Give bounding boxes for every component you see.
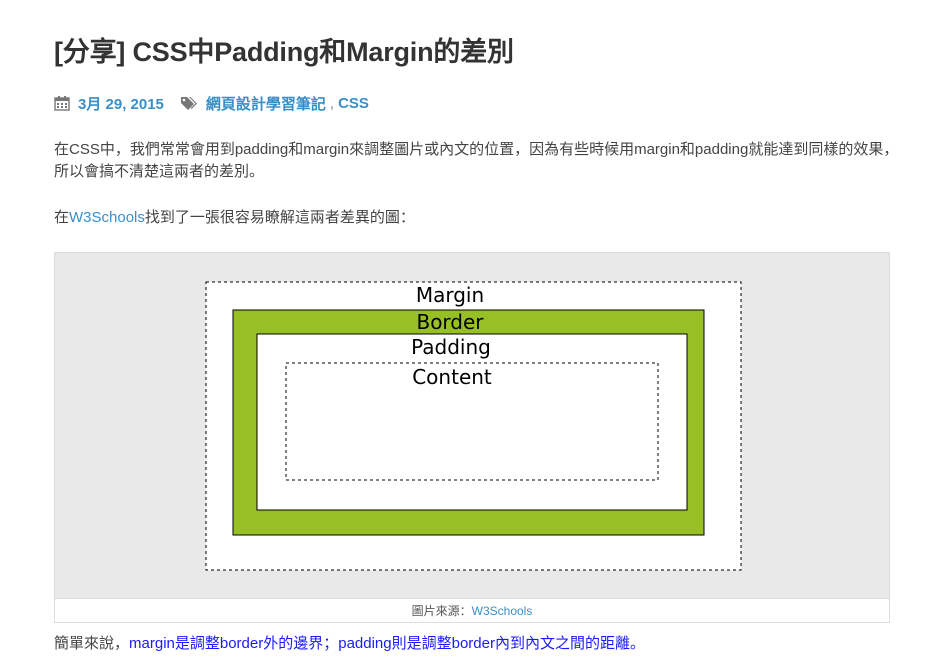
tag-link-css[interactable]: CSS (338, 94, 369, 112)
figure-caption: 圖片來源：W3Schools (55, 598, 889, 622)
post-meta: 3月 29, 2015 網頁設計學習筆記 , CSS (54, 93, 369, 113)
summary-prefix: 簡單來說， (54, 635, 130, 652)
summary-highlight: margin是調整border外的邊界；padding則是調整border內到內… (129, 635, 645, 652)
caption-prefix: 圖片來源： (411, 604, 472, 618)
source-paragraph: 在W3Schools找到了一張很容易瞭解這兩者差異的圖： (54, 207, 415, 229)
tags-icon (180, 95, 198, 111)
content-label: Content (412, 365, 492, 389)
border-label: Border (416, 310, 484, 334)
box-model-image: Margin Border Padding Content (55, 253, 889, 598)
box-model-diagram: Margin Border Padding Content (55, 253, 889, 598)
box-model-figure: Margin Border Padding Content 圖片來源：W3Sch… (54, 252, 890, 623)
post-date-link[interactable]: 3月 29, 2015 (78, 95, 164, 113)
source-prefix: 在 (54, 209, 70, 226)
margin-label: Margin (416, 283, 484, 307)
tag-link-web-design-notes[interactable]: 網頁設計學習筆記 (205, 95, 326, 113)
padding-label: Padding (411, 335, 491, 359)
source-suffix: 找到了一張很容易瞭解這兩者差異的圖： (144, 209, 415, 226)
post-title: [分享] CSS中Padding和Margin的差別 (54, 37, 514, 67)
calendar-icon (54, 95, 70, 111)
intro-paragraph: 在CSS中，我們常常會用到padding和margin來調整圖片或內文的位置，因… (54, 141, 899, 180)
caption-source-link[interactable]: W3Schools (471, 604, 533, 618)
content-box (285, 362, 659, 481)
summary-paragraph: 簡單來說，margin是調整border外的邊界；padding則是調整bord… (54, 633, 645, 655)
w3schools-link[interactable]: W3Schools (69, 209, 145, 226)
tag-separator: , (329, 94, 335, 112)
